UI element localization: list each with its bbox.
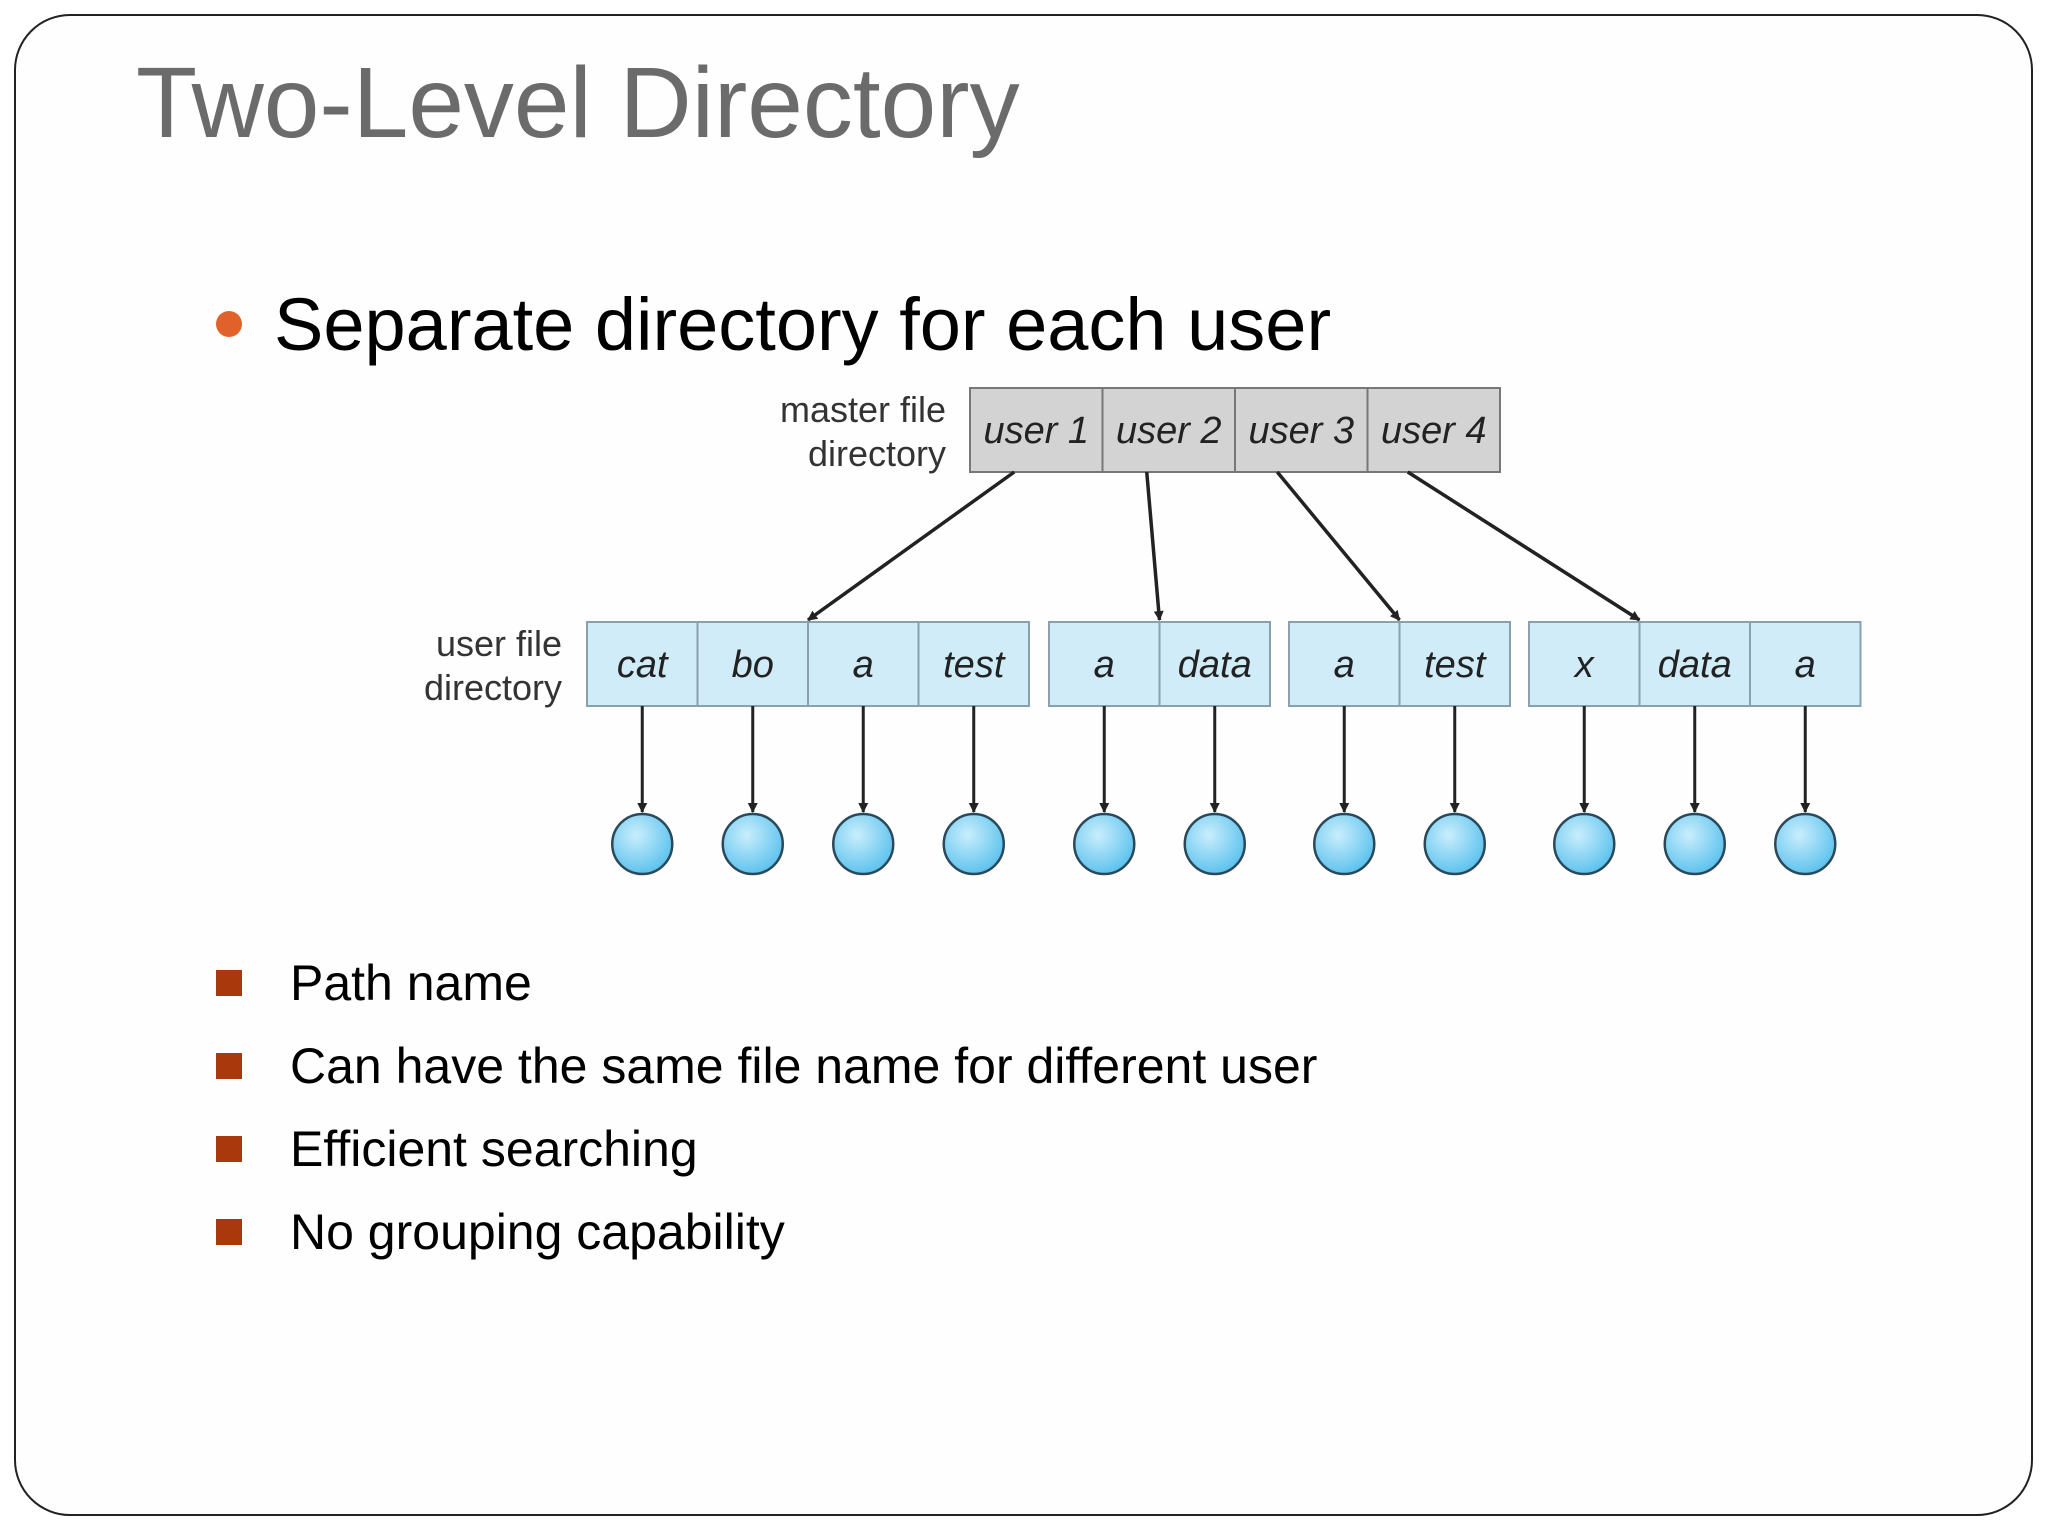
user-file-directories: cat bo a test a data a test x data a [586,621,1862,707]
sub-bullet-list: Path name Can have the same file name fo… [216,941,1317,1273]
file-node [1663,812,1726,876]
main-bullet-text: Separate directory for each user [274,282,1332,366]
user-file-cell-label: a [1334,644,1355,686]
file-node [721,812,784,876]
user-label-line: directory [424,667,562,708]
user-file-cell [1288,621,1401,707]
file-node [1183,812,1246,876]
master-cell [1101,387,1236,473]
user-file-cell [1398,621,1511,707]
sub-bullet-text: No grouping capability [290,1203,785,1260]
user-file-cell [1048,621,1161,707]
user-file-cell-label: data [1658,644,1732,686]
directory-pointer-arrow [1145,471,1164,621]
user-file-cell-label: data [1178,644,1252,686]
user-file-cell-label: a [1795,644,1816,686]
user-file-cell-label: cat [617,644,669,686]
sub-bullet-text: Path name [290,954,532,1011]
user-file-cell [917,621,1030,707]
master-label-line: master file [780,389,946,430]
slide-title: Two-Level Directory [136,47,1020,159]
pointer-arrows [637,470,1811,813]
directory-pointer-arrow [806,470,1016,622]
sub-bullet-item: No grouping capability [216,1190,1317,1273]
sub-bullet-text: Can have the same file name for differen… [290,1037,1318,1094]
file-node [832,812,895,876]
user-file-cell-label: a [1094,644,1115,686]
user-file-cell [1749,621,1862,707]
user-file-cell-label: bo [732,644,774,686]
file-node [1553,812,1616,876]
square-bullet-icon [216,969,242,996]
directory-pointer-arrow [1275,470,1401,622]
user-file-cell [696,621,809,707]
directory-pointer-arrow [1406,470,1641,622]
file-node [1774,812,1837,876]
master-cell [1234,387,1369,473]
master-file-directory: user 1 user 2 user 3 user 4 [969,387,1501,473]
file-node [611,812,674,876]
user-file-cell [1528,621,1641,707]
user-file-cell-label: test [1424,644,1487,686]
file-node [942,812,1005,876]
square-bullet-icon [216,1218,242,1245]
master-cell-label: user 1 [983,410,1089,452]
sub-bullet-text: Efficient searching [290,1120,698,1177]
square-bullet-icon [216,1135,242,1162]
bullet-dot-icon [216,311,242,337]
square-bullet-icon [216,1052,242,1079]
slide: Two-Level Directory Separate directory f… [14,14,2033,1516]
file-nodes [611,812,1837,876]
user-file-cell-label: test [943,644,1006,686]
user-file-cell-label: x [1573,644,1596,686]
sub-bullet-item: Path name [216,941,1317,1024]
master-cell [1366,387,1501,473]
master-cell-label: user 2 [1116,410,1222,452]
file-node [1073,812,1136,876]
file-node [1313,812,1376,876]
master-cell-label: user 4 [1381,410,1487,452]
master-cell-label: user 3 [1248,410,1354,452]
user-file-cell-label: a [853,644,874,686]
user-file-cell [807,621,920,707]
sub-bullet-item: Can have the same file name for differen… [216,1024,1317,1107]
user-label-line: user file [436,623,562,664]
master-label-line: directory [808,433,946,474]
file-node [1423,812,1486,876]
main-bullet: Separate directory for each user [216,274,1331,374]
sub-bullet-item: Efficient searching [216,1107,1317,1190]
